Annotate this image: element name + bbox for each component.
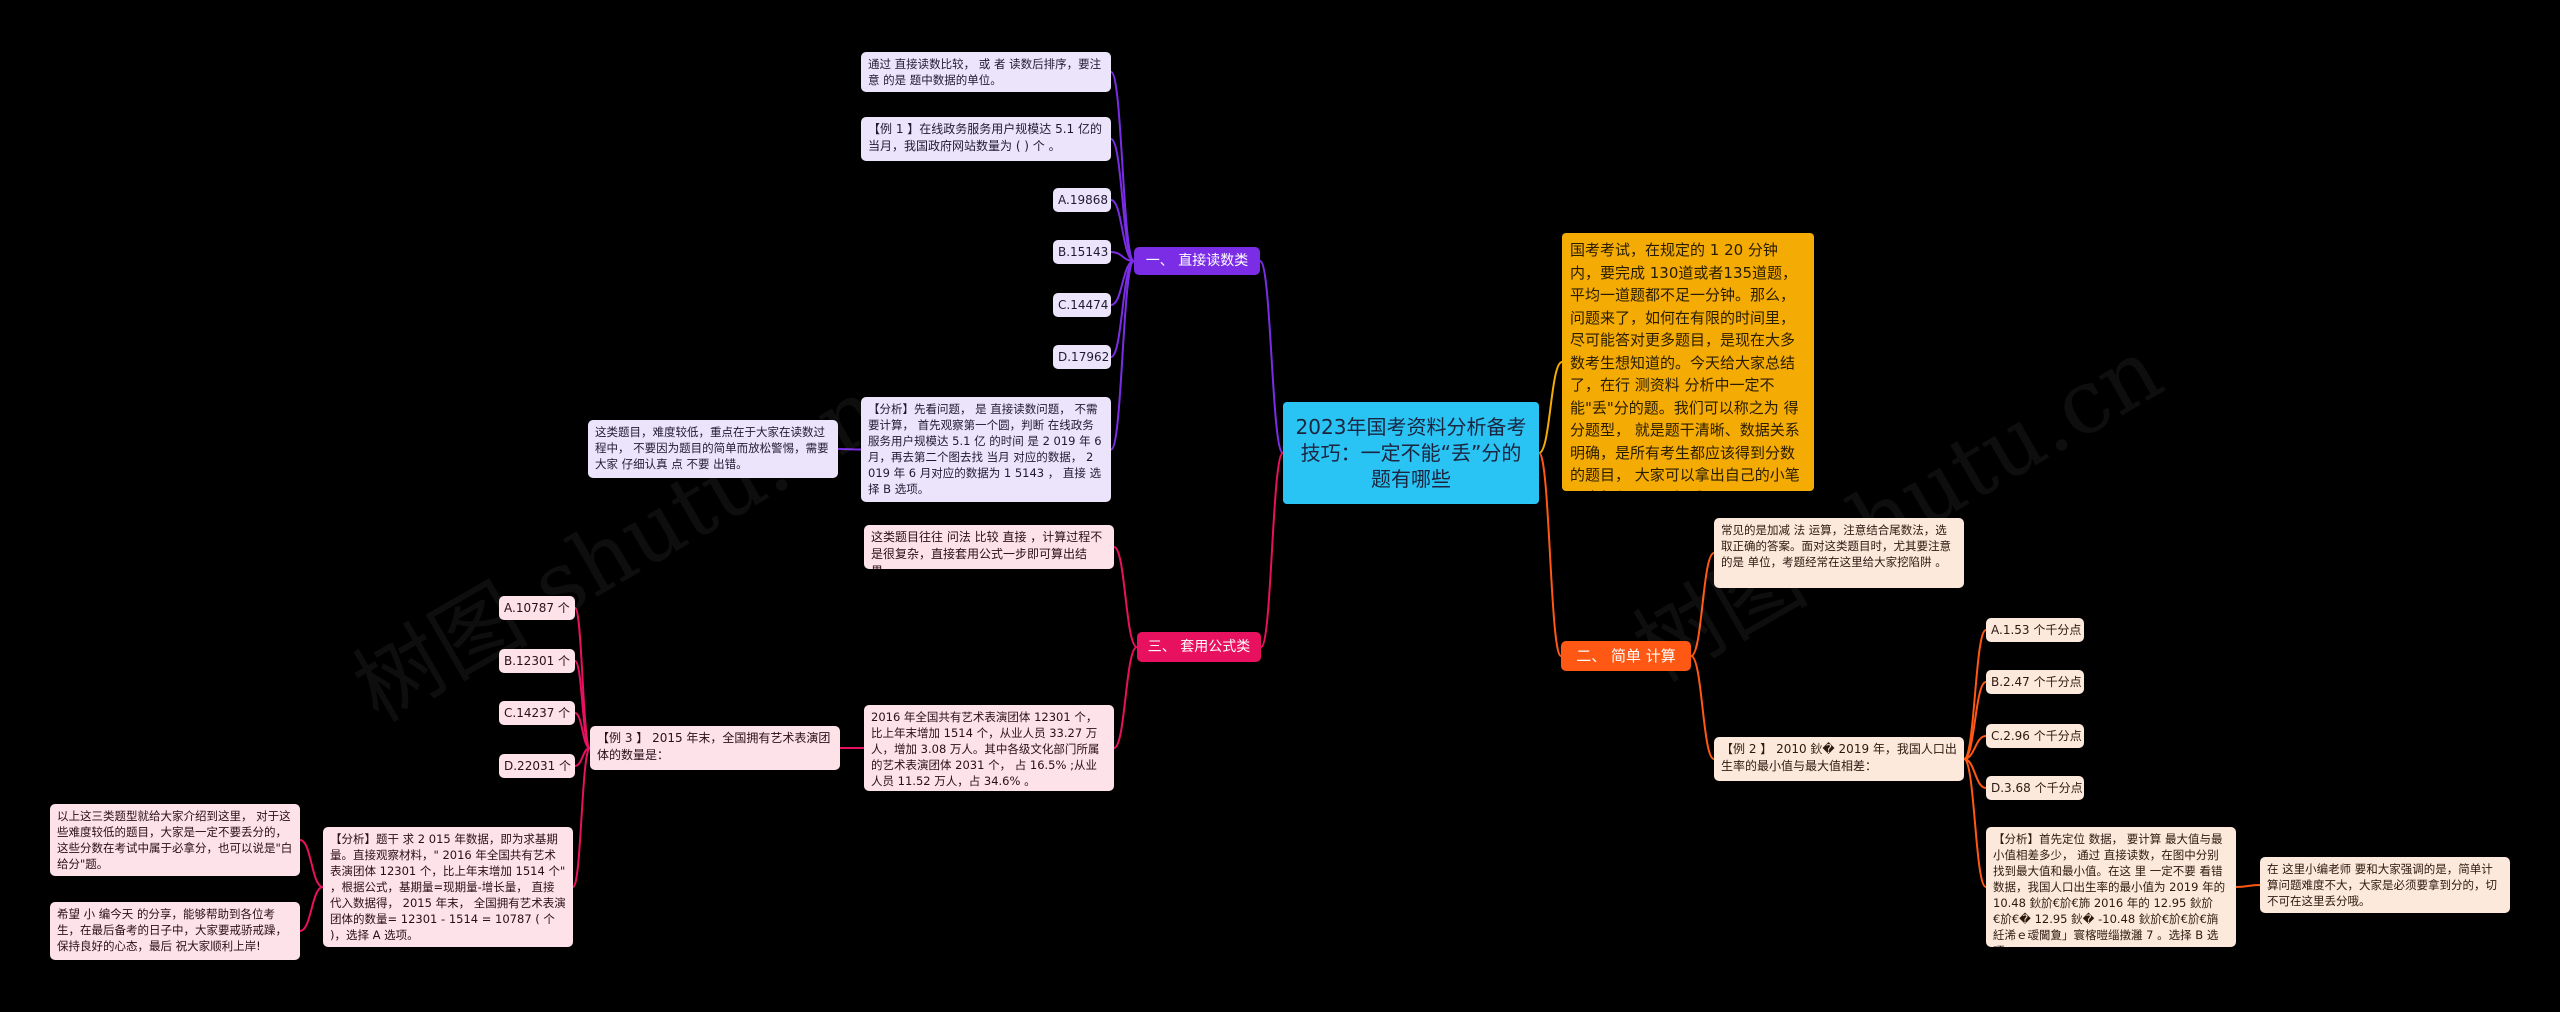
branch-direct-reading-label: 一、 直接读数类 bbox=[1145, 253, 1249, 269]
example-3-option-c[interactable]: C.14237 个 bbox=[499, 701, 575, 725]
connector-line bbox=[1113, 546, 1138, 648]
example-1-option-a[interactable]: A.19868 bbox=[1053, 188, 1111, 212]
connector-line bbox=[1538, 361, 1563, 454]
root-topic[interactable]: 2023年国考资料分析备考技巧：一定不能“丢”分的题有哪些 bbox=[1283, 402, 1539, 504]
example-1[interactable]: 【例 1 】在线政务服务用户规模达 5.1 亿的当月，我国政府网站数量为 ( )… bbox=[861, 117, 1111, 161]
example-1-analysis[interactable]: 【分析】先看问题， 是 直接读数问题， 不需要计算， 首先观察第一个圆，判断 在… bbox=[861, 397, 1111, 502]
connector-line bbox=[1260, 452, 1284, 648]
connector-line bbox=[1690, 552, 1715, 657]
connector-line bbox=[1963, 681, 1987, 760]
connector-line bbox=[574, 712, 591, 749]
example-2[interactable]: 【例 2 】 2010 鈥� 2019 年，我国人口出生率的最小值与最大值相差： bbox=[1714, 737, 1964, 781]
branch-direct-reading[interactable]: 一、 直接读数类 bbox=[1134, 247, 1260, 275]
connector-line bbox=[299, 886, 324, 932]
example-2-option-a[interactable]: A.1.53 个千分点 bbox=[1986, 618, 2084, 642]
example-1-option-c[interactable]: C.14474 bbox=[1053, 293, 1111, 317]
example-1-option-d[interactable]: D.17962 bbox=[1053, 345, 1111, 369]
connector-line bbox=[1690, 655, 1715, 760]
example-3[interactable]: 【例 3 】 2015 年末，全国拥有艺术表演团体的数量是： bbox=[590, 726, 840, 770]
simple-calc-desc[interactable]: 常见的是加减 法 运算，注意结合尾数法，选取正确的答案。面对这类题目时，尤其要注… bbox=[1714, 518, 1964, 588]
direct-reading-note[interactable]: 这类题目，难度较低，重点在于大家在读数过程中， 不要因为题目的简单而放松警惕，需… bbox=[588, 420, 838, 478]
example-3-option-a[interactable]: A.10787 个 bbox=[499, 596, 575, 620]
example-2-analysis[interactable]: 【分析】首先定位 数据， 要计算 最大值与最小值相差多少， 通过 直接读数，在图… bbox=[1986, 827, 2236, 947]
branch-formula[interactable]: 三、 套用公式类 bbox=[1137, 632, 1261, 662]
material-3[interactable]: 2016 年全国共有艺术表演团体 12301 个，比上年末增加 1514 个，从… bbox=[864, 705, 1114, 791]
branch-simple-calc[interactable]: 二、 简单 计算类 bbox=[1561, 641, 1691, 671]
root-topic-text: 2023年国考资料分析备考技巧：一定不能“丢”分的题有哪些 bbox=[1295, 415, 1527, 491]
connector-line bbox=[1110, 199, 1135, 262]
branch-simple-calc-label: 二、 简单 计算类 bbox=[1576, 647, 1676, 665]
connector-line bbox=[1113, 646, 1138, 749]
example-2-option-c[interactable]: C.2.96 个千分点 bbox=[1986, 724, 2084, 748]
example-2-option-b[interactable]: B.2.47 个千分点 bbox=[1986, 670, 2084, 694]
example-3-option-b[interactable]: B.12301 个 bbox=[499, 649, 575, 673]
example-2-option-d[interactable]: D.3.68 个千分点 bbox=[1986, 776, 2084, 800]
formula-desc[interactable]: 这类题目往往 问法 比较 直接 ，计算过程不是很复杂，直接套用公式一步即可算出结… bbox=[864, 525, 1114, 569]
direct-reading-desc[interactable]: 通过 直接读数比较， 或 者 读数后排序，要注意 的是 题中数据的单位。 bbox=[861, 52, 1111, 92]
connector-line bbox=[1110, 260, 1135, 451]
simple-calc-note[interactable]: 在 这里小编老师 要和大家强调的是，简单计算问题难度不大，大家是必须要拿到分的，… bbox=[2260, 857, 2510, 913]
example-3-option-d[interactable]: D.22031 个 bbox=[499, 754, 575, 778]
connector-line bbox=[1963, 758, 1987, 888]
connector-line bbox=[837, 448, 862, 451]
connector-line bbox=[1538, 452, 1562, 657]
connector-line bbox=[1259, 260, 1284, 454]
connector-line bbox=[2235, 884, 2261, 888]
intro-node[interactable]: 国考考试，在规定的 1 20 分钟内，要完成 130道或者135道题，平均一道题… bbox=[1562, 233, 1814, 491]
connector-line bbox=[1963, 629, 1987, 760]
closing-wish[interactable]: 希望 小 编今天 的分享，能够帮助到各位考生，在最后备考的日子中，大家要戒骄戒躁… bbox=[50, 902, 300, 960]
branch-formula-label: 三、 套用公式类 bbox=[1147, 639, 1251, 655]
closing-note[interactable]: 以上这三类题型就给大家介绍到这里， 对于这些难度较低的题目，大家是一定不要丢分的… bbox=[50, 804, 300, 876]
intro-text: 国考考试，在规定的 1 20 分钟内，要完成 130道或者135道题，平均一道题… bbox=[1570, 241, 1800, 491]
example-1-option-b[interactable]: B.15143 bbox=[1053, 240, 1111, 264]
example-3-analysis[interactable]: 【分析】题干 求 2 015 年数据，即为求基期量。直接观察材料，" 2016 … bbox=[323, 827, 573, 947]
connector-line bbox=[572, 747, 591, 888]
connector-line bbox=[299, 839, 324, 888]
connector-line bbox=[1963, 735, 1987, 760]
connector-line bbox=[1110, 138, 1135, 262]
